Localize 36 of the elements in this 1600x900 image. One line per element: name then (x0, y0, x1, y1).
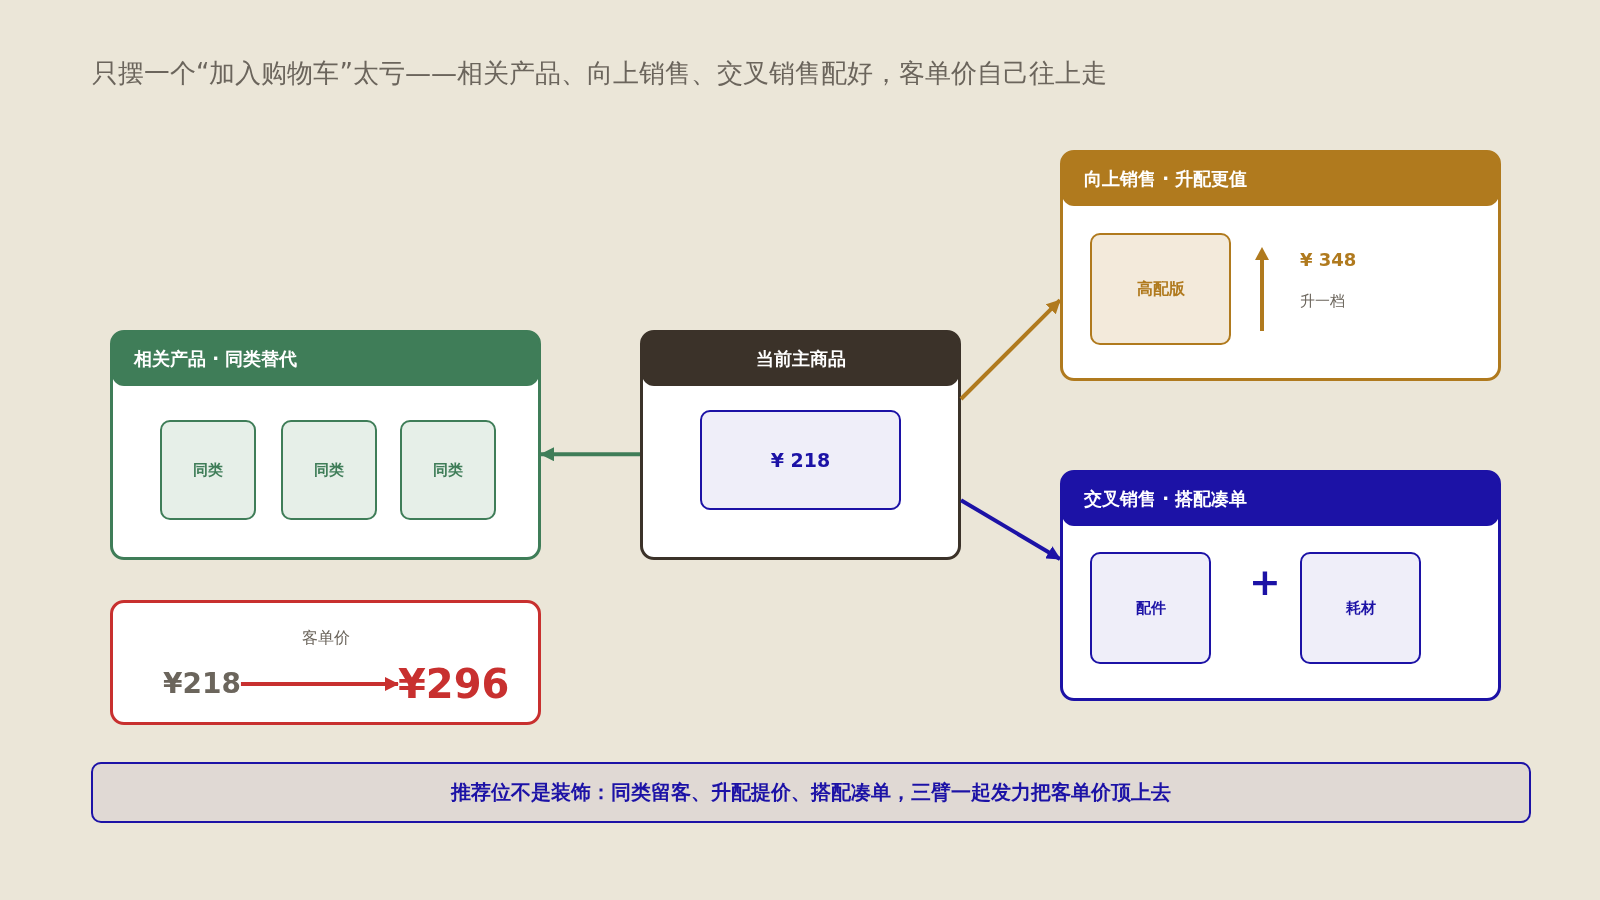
category-panel (110, 330, 541, 560)
banner-text: 推荐位不是装饰：同类留客、升配提价、搭配凑单，三臂一起发力把客单价顶上去 (451, 779, 1171, 806)
item-card (1090, 552, 1211, 664)
cross-sell-panel (1060, 470, 1501, 701)
card-label: 配件 (1135, 598, 1166, 618)
item-card (1300, 552, 1421, 664)
panel-header: 交叉销售 · 搭配凑单 (1062, 472, 1499, 526)
item-card (160, 420, 256, 520)
card-label: 高配版 (1136, 278, 1185, 300)
upsell-panel (1060, 150, 1501, 381)
price-amount: ¥218 (163, 666, 241, 702)
item-card (1090, 233, 1231, 345)
price-card (700, 410, 901, 510)
connector-arrow (240, 677, 399, 691)
connector-arrow (959, 498, 1061, 561)
card-label: 同类 (314, 460, 344, 480)
item-card (400, 420, 496, 520)
panel-header: 相关产品 · 同类替代 (112, 332, 539, 386)
plus-sign: + (1249, 559, 1281, 605)
card-label: 同类 (433, 460, 463, 480)
card-label: 同类 (193, 460, 223, 480)
product-panel (640, 330, 961, 560)
connector-arrow (959, 298, 1062, 401)
caption-text: 客单价 (301, 627, 350, 649)
card-label: 耗材 (1345, 598, 1376, 618)
panel-header: 向上销售 · 升配更值 (1062, 152, 1499, 206)
price-text: ¥ 348 (1300, 248, 1357, 272)
note-banner (91, 762, 1531, 823)
page-title: 只摆一个“加入购物车”太亏——相关产品、向上销售、交叉销售配好，客单价自己往上走 (92, 57, 1107, 90)
item-card (281, 420, 377, 520)
panel-header: 当前主商品 (642, 332, 959, 386)
note-text: 升一档 (1300, 291, 1345, 311)
price-amount: ¥296 (398, 658, 510, 710)
order-value-card (110, 600, 541, 725)
connector-arrow (540, 447, 640, 462)
card-label: ¥ 218 (770, 449, 831, 471)
